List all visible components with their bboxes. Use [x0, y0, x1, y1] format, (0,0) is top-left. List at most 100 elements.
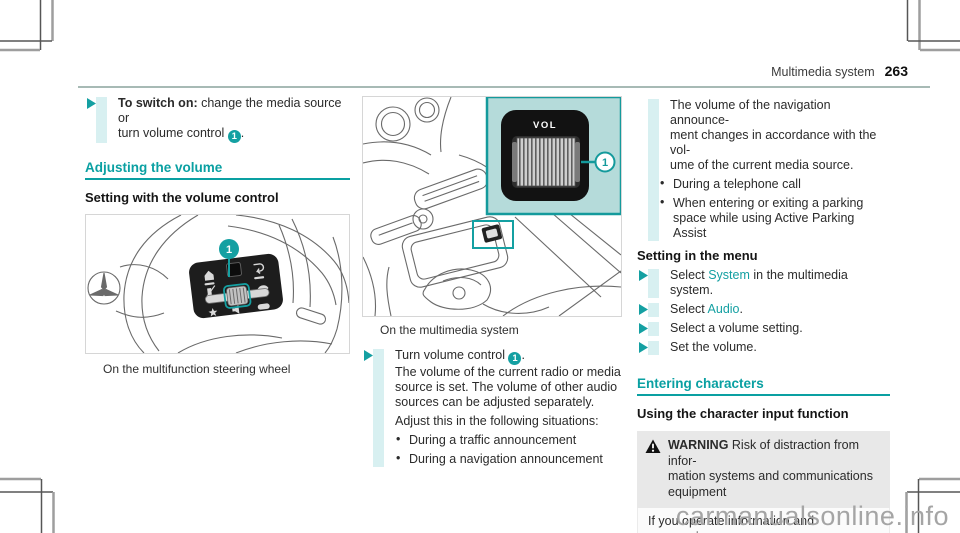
step-select-system: Select System in the multimedia system. — [637, 268, 890, 298]
list-item: ment changes in accordance with the vol- — [670, 128, 877, 157]
console-volume-control — [481, 224, 503, 243]
console-illustration: VOL 1 — [363, 97, 621, 316]
list-item: During a navigation announcement — [395, 451, 622, 467]
step-text: change the media source or — [118, 96, 342, 125]
list-item: equipment — [668, 484, 727, 499]
list-item: The volume of the navigation announce- — [670, 98, 831, 127]
section-heading-adjusting-volume: Adjusting the volume — [85, 160, 350, 180]
step-arrow-icon — [639, 304, 648, 315]
back-icon — [253, 263, 265, 275]
list-item: During a telephone call — [659, 176, 890, 192]
list-item: ume of the current media source. — [670, 158, 854, 172]
step-arrow-icon — [87, 98, 96, 109]
step-arrow-icon — [639, 323, 648, 334]
step-arrow-icon — [364, 350, 373, 361]
step-turn-volume-text: Turn volume control 1. The volume of the… — [395, 348, 622, 467]
vol-label: VOL — [533, 120, 557, 131]
continuation-lines: The volume of the navigation announce-me… — [670, 98, 890, 173]
instruction-bar — [96, 97, 107, 143]
instruction-bar — [373, 349, 384, 467]
warning-header: WARNING Risk of distraction from infor- … — [637, 431, 890, 508]
warning-title-text: WARNING Risk of distraction from infor- … — [668, 438, 882, 500]
subheading-character-input: Using the character input function — [637, 406, 849, 421]
column-middle: VOL 1 On the multimedia system — [362, 96, 622, 467]
step-text: turn volume control — [118, 126, 228, 140]
menu-link-audio: Audio — [707, 302, 740, 316]
menu-link-system: System — [708, 268, 750, 282]
step-text: . — [240, 126, 245, 140]
figure-steering-wheel: 1 — [85, 214, 350, 354]
callout-1-marker — [594, 151, 616, 173]
step-text: . — [521, 348, 525, 362]
step-arrow-icon — [639, 270, 648, 281]
step-text: Select — [670, 302, 708, 316]
steering-wheel-illustration: 1 — [87, 215, 349, 353]
warning-body: If you operate information and communica… — [637, 508, 890, 533]
situation-bullets: During a telephone callWhen entering or … — [660, 176, 890, 241]
watermark: carmanualsonline.info — [675, 501, 949, 531]
header-section-title: Multimedia system — [771, 65, 875, 79]
display-button-icon — [225, 262, 243, 278]
step-text: in the multimedia system. — [670, 268, 848, 297]
step-text: Select a volume setting. — [670, 321, 803, 335]
warning-title-line: Risk of distraction from infor- — [668, 438, 860, 468]
continuation-block: The volume of the navigation announce-me… — [637, 98, 890, 241]
page-number: 263 — [884, 63, 908, 79]
instruction-bar — [648, 322, 659, 336]
svg-text:1: 1 — [226, 244, 232, 256]
figure-multimedia-console: VOL 1 — [362, 96, 622, 317]
end-call-icon — [257, 303, 270, 310]
figure-caption: On the multifunction steering wheel — [103, 362, 291, 376]
figure-caption: On the multimedia system — [380, 323, 519, 337]
home-icon — [204, 270, 215, 281]
instruction-bar — [648, 269, 659, 298]
warning-box: WARNING Risk of distraction from infor- … — [637, 431, 890, 533]
warning-body-lines: If you operate information and communica… — [648, 514, 879, 533]
situation-bullets: During a traffic announcementDuring a na… — [395, 432, 622, 467]
step-switch-on-text: To switch on: change the media source or… — [118, 96, 350, 143]
mercedes-star-icon — [87, 271, 121, 305]
callout-1-marker — [219, 239, 239, 259]
subheading-setting-menu: Setting in the menu — [637, 248, 758, 263]
adjust-intro: Adjust this in the following situations: — [395, 414, 599, 428]
step-arrow-icon — [639, 342, 648, 353]
list-item: The volume of the current radio or media — [395, 365, 621, 379]
step-select-audio: Select Audio. — [637, 302, 890, 317]
favorite-star-icon — [208, 308, 218, 317]
air-vent-icon — [375, 106, 411, 142]
step-bold-lead: To switch on: — [118, 96, 198, 110]
steering-button-panel — [189, 253, 283, 319]
callout-1-badge: 1 — [227, 130, 241, 143]
step-text: . — [739, 302, 743, 316]
instruction-bar — [648, 303, 659, 317]
control-highlight-box — [472, 220, 514, 249]
page-header: Multimedia system 263 — [771, 63, 908, 79]
step-text: Turn volume control — [395, 348, 509, 362]
step-text: Set the volume. — [670, 340, 757, 354]
list-item: source is set. The volume of other audio — [395, 380, 618, 394]
callout-1-badge: 1 — [508, 352, 522, 365]
subheading-volume-control: Setting with the volume control — [85, 190, 279, 205]
warning-icon — [645, 439, 661, 453]
warning-word: WARNING — [668, 438, 729, 452]
step-select-volume-setting: Select a volume setting. — [637, 321, 890, 336]
svg-text:1: 1 — [602, 157, 608, 169]
section-heading-entering-characters: Entering characters — [637, 376, 890, 396]
vol-inset: VOL 1 — [485, 97, 621, 216]
step-text: Select — [670, 268, 709, 282]
instruction-bar — [648, 341, 659, 355]
list-item: sources can be adjusted separately. — [395, 395, 595, 409]
list-item: When entering or exiting a parking space… — [659, 195, 890, 241]
list-item: If you operate information and communica… — [648, 514, 815, 533]
list-item: During a traffic announcement — [395, 432, 622, 448]
list-item: mation systems and communications — [668, 469, 873, 483]
step-set-volume: Set the volume. — [637, 340, 890, 355]
step-turn-volume: Turn volume control 1. The volume of the… — [362, 348, 622, 467]
step-result-lines: The volume of the current radio or media… — [395, 365, 622, 410]
column-right: The volume of the navigation announce-me… — [637, 98, 890, 533]
column-left: To switch on: change the media source or… — [85, 96, 350, 377]
header-rule — [78, 86, 930, 88]
instruction-bar — [648, 99, 659, 241]
